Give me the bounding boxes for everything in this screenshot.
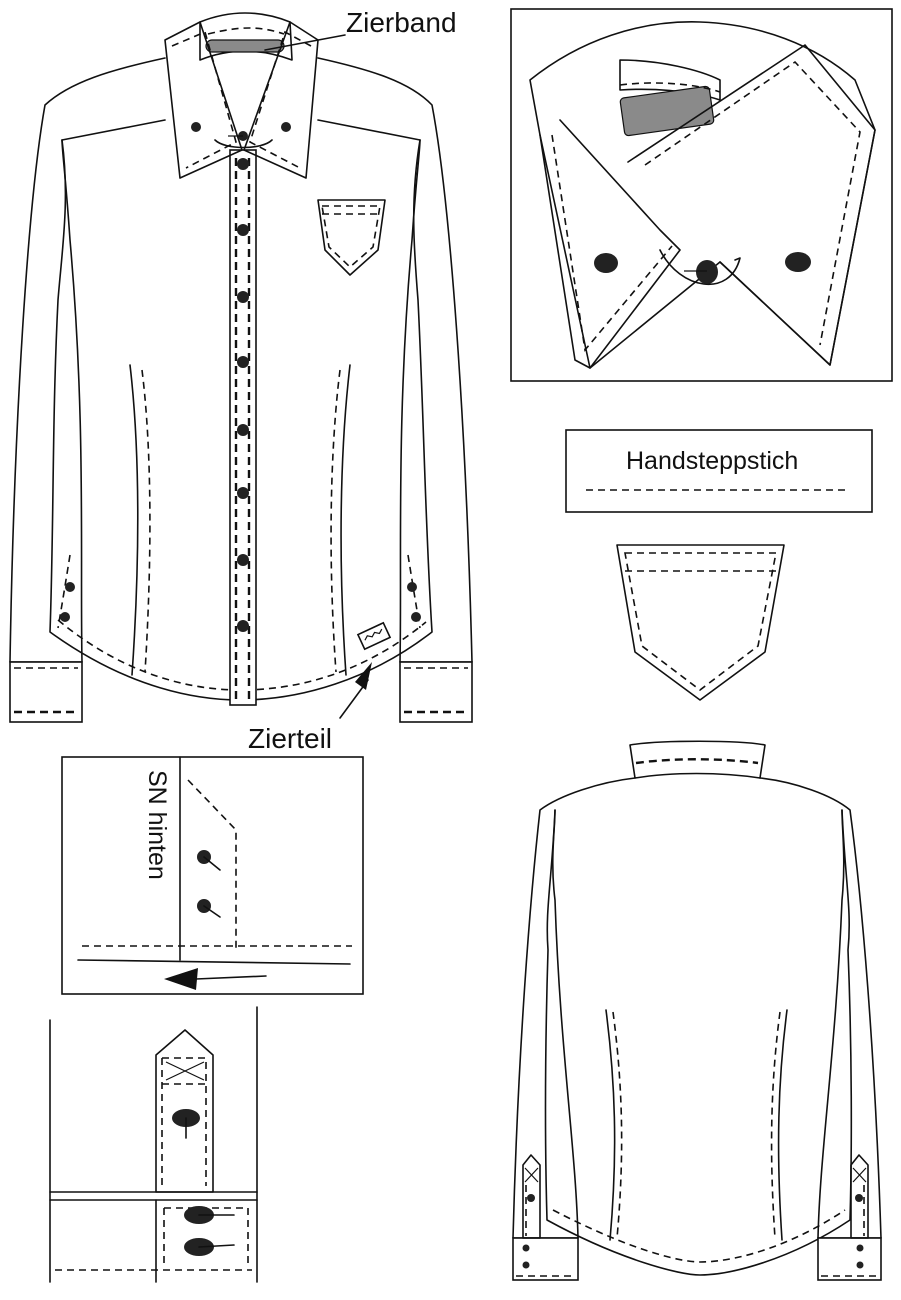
front-right-sleeve	[317, 57, 473, 723]
side-seam-detail-panel: SN hinten	[61, 756, 364, 995]
legend-label-handsteppstich: Handsteppstich	[626, 447, 798, 475]
zierband-band	[205, 39, 285, 53]
stitch-legend: Handsteppstich	[565, 429, 873, 513]
shirt-front-view	[9, 12, 473, 723]
back-left-cuff	[512, 1237, 579, 1281]
pocket-detail	[616, 544, 785, 701]
zierteil-arrowhead	[355, 662, 372, 690]
front-placket	[229, 149, 257, 706]
back-right-cuff	[817, 1237, 882, 1281]
shirt-back-view	[512, 740, 882, 1281]
sn-hinten-label: SN hinten	[143, 770, 171, 880]
collar-detail-zierband	[619, 85, 715, 137]
front-left-sleeve	[9, 57, 166, 723]
cuff-placket-detail	[49, 1006, 258, 1283]
placket-buttons	[237, 158, 249, 632]
front-chest-pocket	[317, 199, 386, 276]
zierteil-pointer	[339, 679, 369, 719]
front-collar	[164, 12, 319, 179]
zierteil-tag	[356, 621, 392, 651]
zierband-pointer	[264, 34, 346, 51]
zierteil-label: Zierteil	[248, 723, 332, 754]
zierband-label: Zierband	[346, 7, 457, 38]
collar-detail-panel	[510, 8, 893, 382]
